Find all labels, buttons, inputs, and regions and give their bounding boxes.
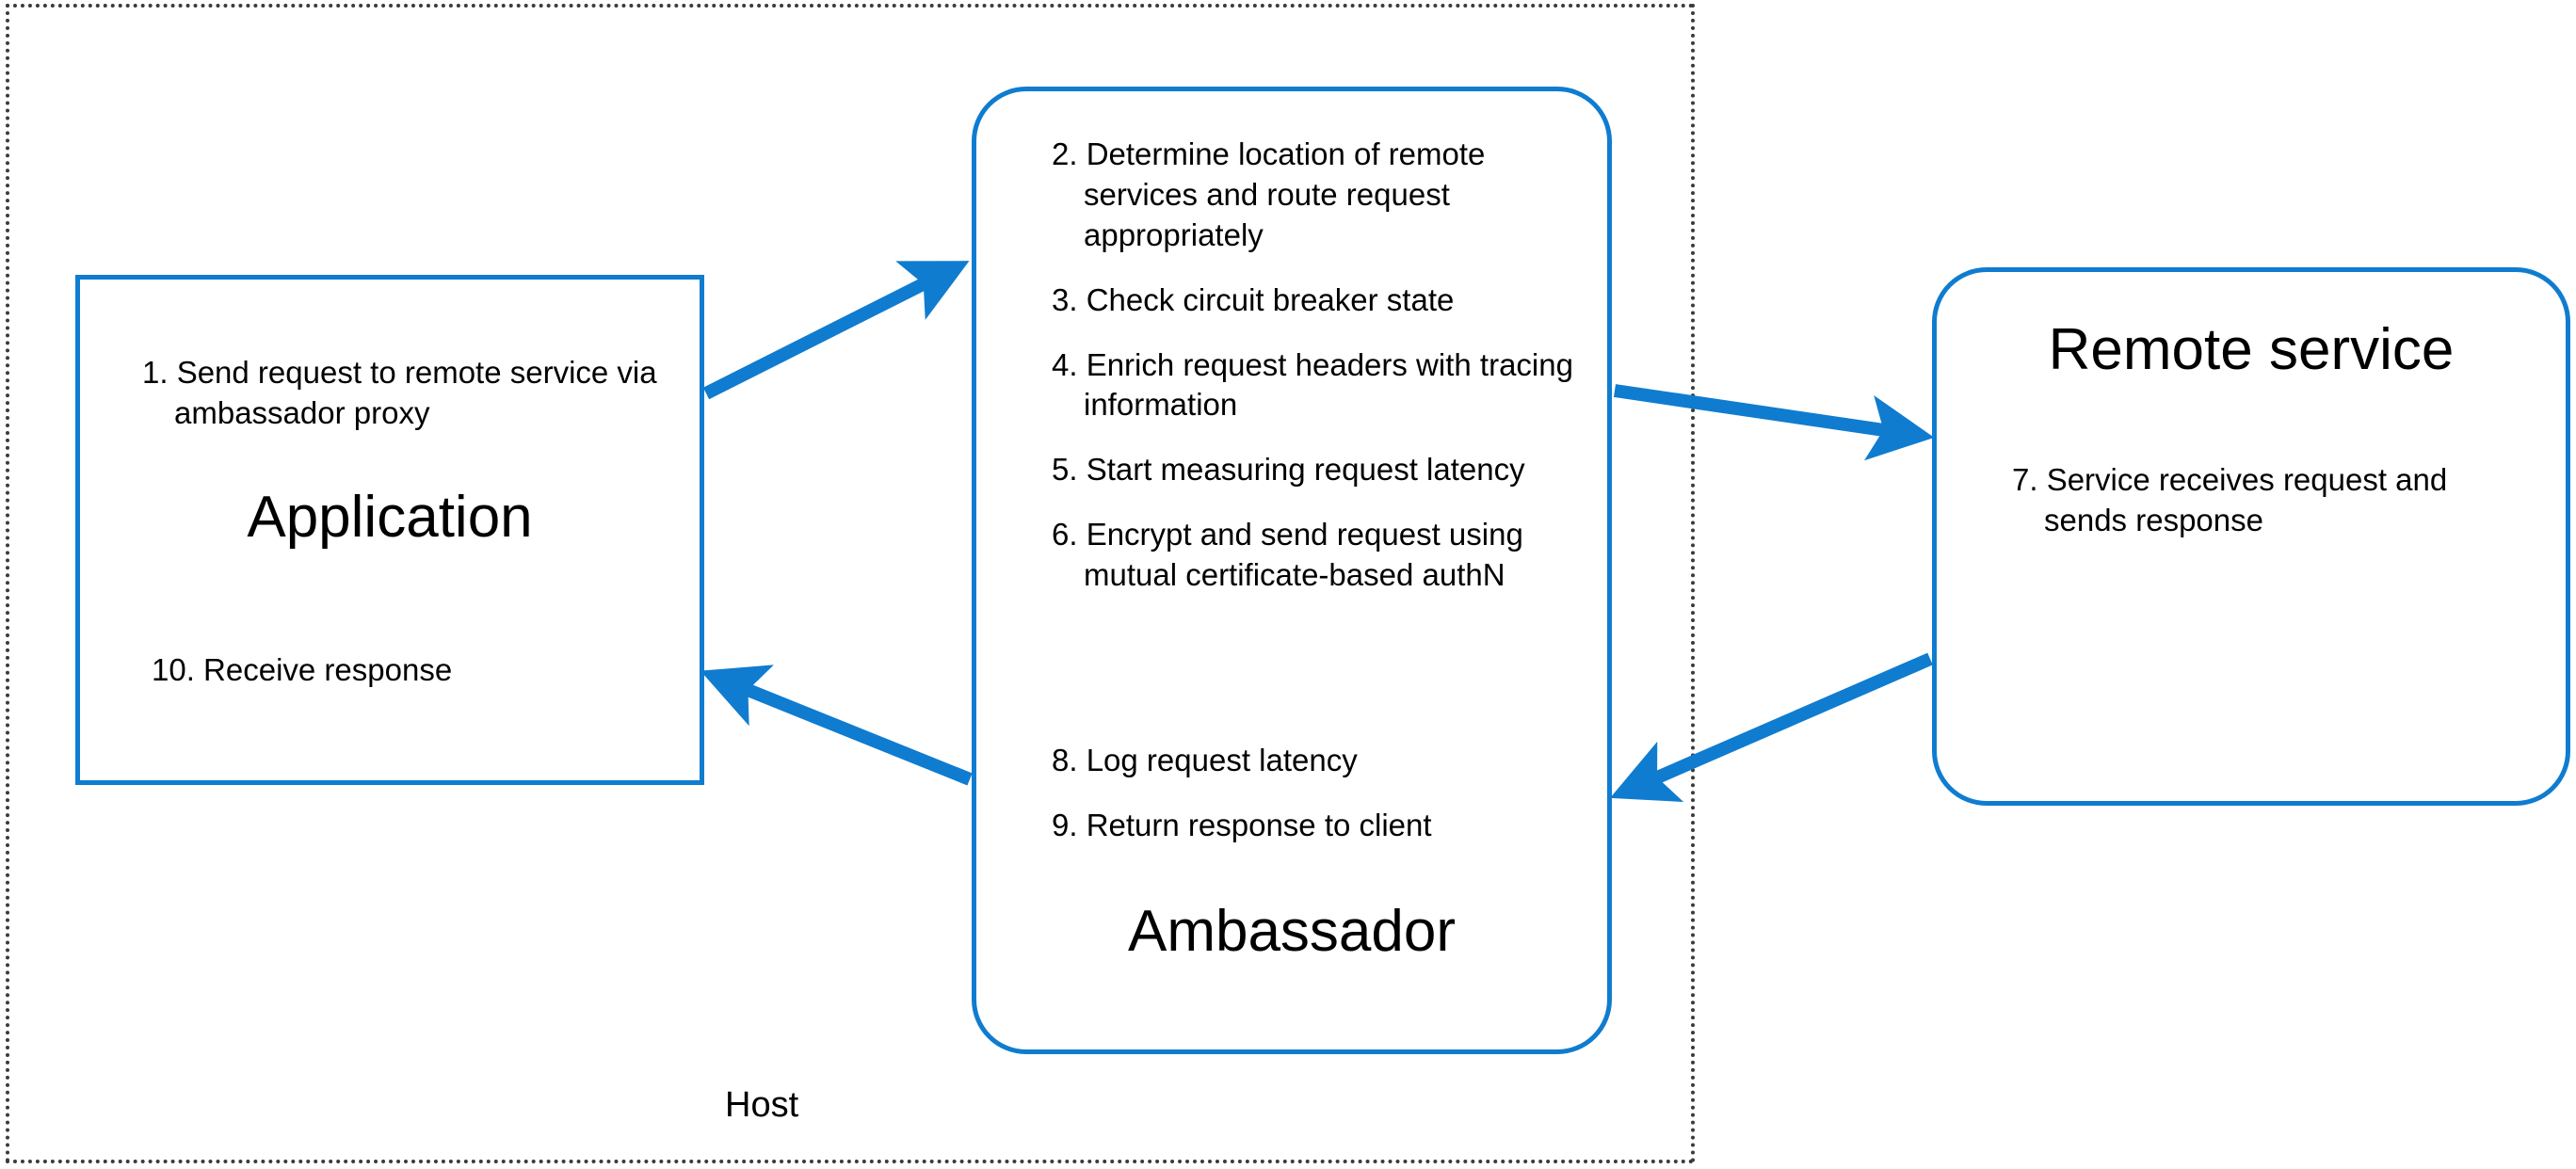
list-item: 1. Send request to remote service via am… [142,355,657,430]
list-item: 4. Enrich request headers with tracing i… [1052,346,1573,423]
remote-service-title: Remote service [2048,317,2455,382]
list-item: 3. Check circuit breaker state [1052,281,1455,317]
host-label: Host [725,1085,799,1125]
list-item: 5. Start measuring request latency [1052,452,1525,488]
application-title: Application [247,485,533,550]
application-steps-top: 1. Send request to remote service via am… [125,353,662,434]
ambassador-steps-bottom: 8. Log request latency 9. Return respons… [1035,741,1600,846]
list-item: 7. Service receives request and sends re… [2012,462,2448,537]
ambassador-steps-top: 2. Determine location of remote services… [1035,135,1600,596]
list-item: 2. Determine location of remote services… [1052,136,1486,252]
remote-service-node[interactable]: Remote service 7. Service receives reque… [1932,267,2570,806]
list-item: 10. Receive response [152,652,453,687]
list-item: 6. Encrypt and send request using mutual… [1052,517,1523,593]
ambassador-title: Ambassador [1127,899,1457,964]
remote-service-steps: 7. Service receives request and sends re… [1995,460,2522,541]
application-steps-bottom: 10. Receive response [135,650,662,691]
application-node[interactable]: 1. Send request to remote service via am… [75,275,704,785]
list-item: 9. Return response to client [1052,807,1432,842]
ambassador-node[interactable]: 2. Determine location of remote services… [972,87,1612,1054]
host-boundary [6,4,1695,1163]
list-item: 8. Log request latency [1052,743,1358,777]
